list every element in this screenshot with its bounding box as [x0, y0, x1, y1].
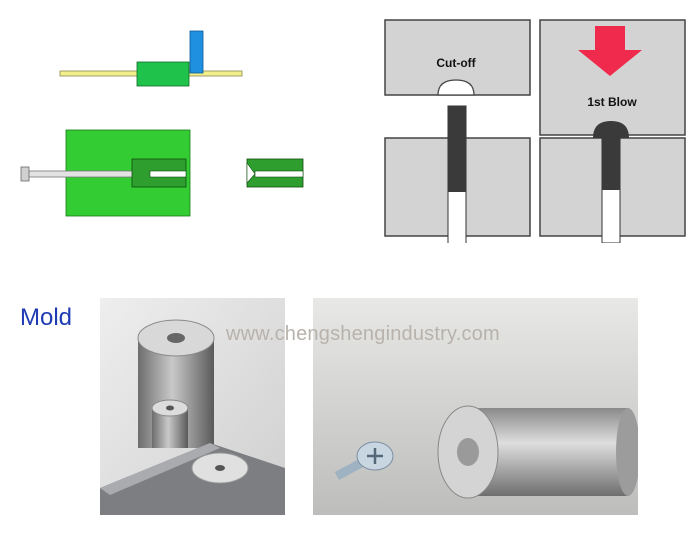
- blow-label: 1st Blow: [587, 95, 637, 109]
- knockout-head: [20, 166, 30, 182]
- stop-bar: [189, 30, 204, 74]
- cutoff-notch: [437, 79, 475, 96]
- feed-schematic: [59, 30, 243, 87]
- down-arrow-icon: [578, 26, 642, 76]
- cutoff-workpiece: [448, 106, 466, 192]
- cutoff-label: Cut-off: [436, 56, 476, 70]
- blow-schematic: Cut-off 1st Blow: [384, 19, 686, 243]
- punch-tip: [246, 162, 256, 184]
- blow-head: [593, 121, 629, 138]
- blow-workpiece: [602, 136, 620, 190]
- mold-photo-left: [100, 298, 285, 515]
- watermark: www.chengshengindustry.com: [226, 323, 500, 345]
- die-bore: [149, 170, 187, 178]
- mold-photo-right: [313, 298, 638, 515]
- die-schematic: [20, 129, 304, 217]
- cutter-block: [136, 61, 190, 87]
- mold-label: Mold: [20, 304, 73, 331]
- punch-bore: [254, 170, 304, 178]
